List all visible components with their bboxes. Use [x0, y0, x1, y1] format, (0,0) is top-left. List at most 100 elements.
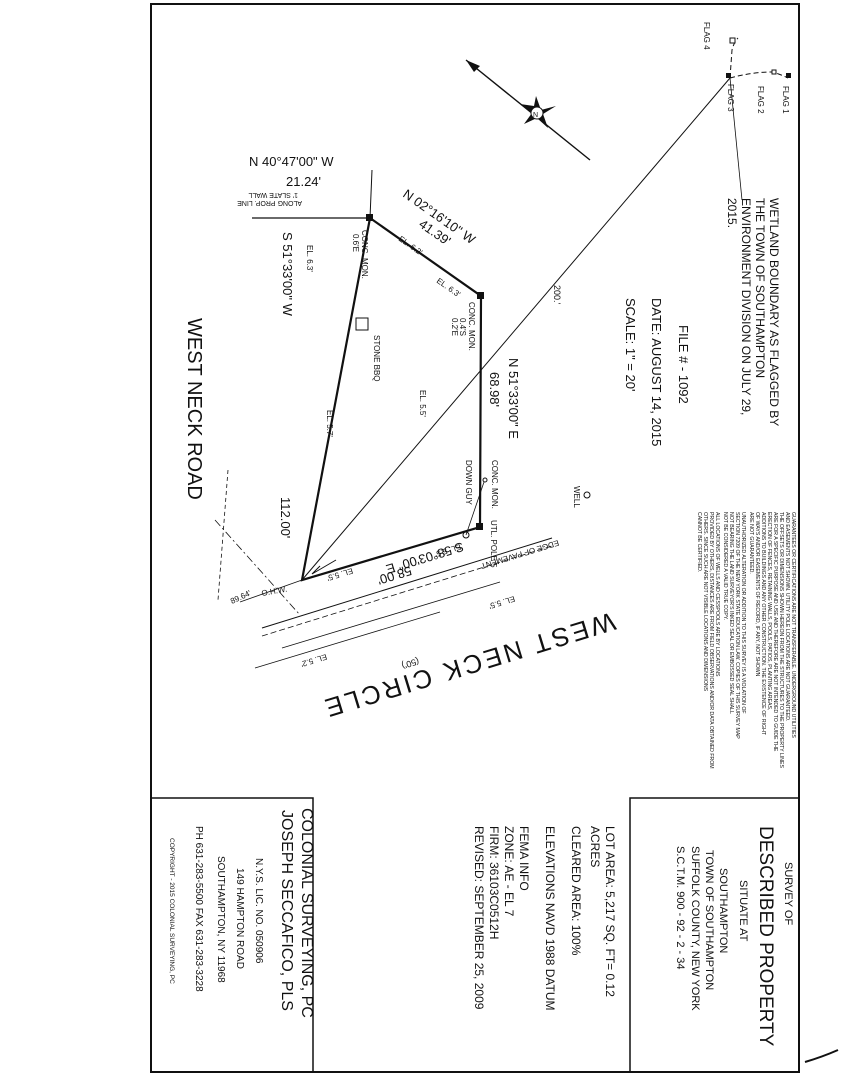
title-described-property: DESCRIBED PROPERTY [755, 826, 776, 1047]
svg-text:ADDITIONS TO BUILDINGS AND ANY: ADDITIONS TO BUILDINGS AND ANY OTHER CON… [760, 512, 766, 736]
file-number: FILE # - 1092 [676, 325, 691, 404]
ohw-label: O.H.W. [261, 585, 288, 598]
north-bearing: N 40°47'00" W [249, 154, 334, 169]
license-number: N.Y.S. LIC. NO. 050906 [253, 858, 264, 964]
svg-text:NOT BEARING THE LAND SURVEYOR': NOT BEARING THE LAND SURVEYOR'S INKED SE… [728, 512, 734, 714]
monument-2-offset-s: 0.4'S [458, 318, 467, 336]
lot-area: LOT AREA: 5,217 SQ. FT= 0.12 [603, 826, 617, 997]
svg-text:FEMA INFO: FEMA INFO [517, 826, 531, 891]
cleared-area: CLEARED AREA: 100% [569, 826, 583, 956]
down-guy-label: DOWN GUY [464, 460, 473, 506]
monument-2-label: CONC. MON. [467, 302, 476, 351]
fema-firm: FIRM: 36103C0512H [487, 826, 501, 939]
svg-text:ERECTION OF FENCES, RETAINING: ERECTION OF FENCES, RETAINING WALLS, POO… [766, 512, 772, 710]
survey-date: DATE: AUGUST 14, 2015 [649, 298, 664, 446]
svg-text:OTHERS. SINCE SUCH ARE NOT VIS: OTHERS. SINCE SUCH ARE NOT VISIBLE LOCAT… [702, 512, 708, 692]
utility-pole-icon [462, 531, 470, 539]
ohw-distance: 89.64' [229, 588, 253, 605]
well-label: WELL [572, 486, 581, 508]
stone-bbq-label: STONE BBQ [372, 335, 381, 382]
west-distance: 112.00' [278, 497, 293, 538]
title-block: SURVEY OF DESCRIBED PROPERTY SITUATE AT … [472, 826, 794, 1047]
monument-3-label: CONC. MON. [490, 460, 499, 509]
svg-text:ALL LOCATIONS OF WELLS AND CES: ALL LOCATIONS OF WELLS AND CESSPOOLS ARE… [714, 512, 720, 677]
svg-text:CANNOT BE CERTIFIED.: CANNOT BE CERTIFIED. [696, 512, 702, 572]
svg-text:2015.: 2015. [725, 198, 739, 228]
company-name: COLONIAL SURVEYING, PC [298, 808, 315, 1018]
svg-text:OF WAYS AND/OR EASEMENTS OF RE: OF WAYS AND/OR EASEMENTS OF RECORD, IF A… [754, 512, 760, 677]
surveyor-block-border [150, 797, 314, 1073]
scan-mark [804, 1049, 839, 1063]
svg-text:N: N [533, 112, 538, 119]
north-distance: 21.24' [286, 174, 321, 189]
flag-1-label: FLAG 1 [781, 86, 790, 114]
phone-fax: PH 631-283-5500 FAX 631-283-3228 [193, 826, 204, 992]
utility-pole-label: UTL. POLE 5 [489, 520, 498, 568]
west-bearing: S 51°33'00" W [280, 232, 295, 317]
ohw-line [214, 519, 301, 616]
svg-text:WETLAND BOUNDARY AS FLAGGED BY: WETLAND BOUNDARY AS FLAGGED BY [767, 198, 781, 426]
curb-line-2 [254, 611, 441, 669]
flag-3-label: FLAG 3 [726, 84, 735, 112]
slate-wall-label: 1' SLATE WALL [248, 191, 298, 198]
svg-text:SOUTHAMPTON: SOUTHAMPTON [717, 868, 729, 953]
tie-line [301, 77, 731, 581]
monument-1-offset: 0.6'E [351, 234, 360, 252]
svg-text:ENVIRONMENT DIVISION ON JULY 2: ENVIRONMENT DIVISION ON JULY 29, [739, 198, 753, 415]
elevation-label: EL. 6.2' [397, 234, 425, 257]
monument-1-label: CONC. MON. [360, 230, 369, 279]
down-guy-line [465, 481, 485, 536]
svg-text:TOWN OF SOUTHAMPTON: TOWN OF SOUTHAMPTON [703, 850, 715, 990]
svg-text:ARE NOT GUARANTEED.: ARE NOT GUARANTEED. [748, 512, 754, 574]
svg-text:AND EASEMENTS NOT SHOWN. UTILI: AND EASEMENTS NOT SHOWN. UTILITY POLE LO… [784, 512, 790, 721]
wetland-flags: FLAG 1 FLAG 2 FLAG 3 FLAG 4 [702, 22, 791, 201]
elevation-datum: ELEVATIONS NAVD 1988 DATUM [543, 826, 557, 1011]
tie-distance: 200.' [552, 285, 562, 305]
title-block-border [629, 797, 800, 1073]
road-frontage-line [217, 469, 229, 601]
concrete-monument-2 [477, 292, 484, 299]
curb-line [281, 581, 501, 649]
svg-text:THE TOWN OF SOUTHAMPTON: THE TOWN OF SOUTHAMPTON [753, 198, 767, 378]
sheet-border [150, 3, 800, 1073]
ohw-tie [239, 579, 303, 603]
pavement-line [261, 545, 553, 637]
address-line-1: 149 HAMPTON ROAD [234, 868, 245, 969]
stone-bbq-symbol [355, 317, 369, 331]
north-arrow-compass-icon: N [465, 59, 591, 161]
svg-text:NOT BE CONSIDERED A VALID TRUE: NOT BE CONSIDERED A VALID TRUE COPY. [722, 512, 728, 620]
elevation-label: EL. 5.5' [418, 390, 427, 417]
road-edge-line [261, 537, 553, 629]
fema-zone: ZONE: AE - EL 7 [502, 826, 516, 917]
west-neck-road-label: WEST NECK ROAD [183, 318, 205, 500]
east-bearing: N 51°33'00" E [506, 358, 521, 439]
flag-2-label: FLAG 2 [756, 86, 765, 114]
east-distance: 68.98' [487, 372, 502, 407]
west-neck-circle-label: WEST NECK CIRCLE [319, 606, 619, 724]
address-line-2: SOUTHAMPTON, NY 11968 [215, 856, 226, 983]
boundary-extension [369, 169, 373, 219]
sctm-number: S.C.T.M. 900 - 92 - 2 - 34 [674, 846, 686, 970]
survey-scale: SCALE: 1" = 20' [623, 298, 638, 391]
svg-text:ARE FOR A SPECIFIC PURPOSE AND: ARE FOR A SPECIFIC PURPOSE AND USE AND T… [772, 512, 778, 752]
down-guy-anchor-icon [482, 477, 488, 483]
circle-width-label: (50') [400, 656, 420, 671]
svg-text:UNAUTHORIZED ALTERATION OR ADD: UNAUTHORIZED ALTERATION OR ADDITION TO T… [740, 512, 746, 714]
svg-text:SUFFOLK COUNTY, NEW YORK: SUFFOLK COUNTY, NEW YORK [689, 846, 701, 1011]
svg-text:SECTION 7209 OF THE NEW YORK S: SECTION 7209 OF THE NEW YORK STATE EDUCA… [734, 512, 740, 739]
svg-text:ACRES: ACRES [588, 826, 602, 867]
monument-2-offset-e: 0.2'E [450, 318, 459, 336]
corner-arrow [311, 559, 337, 575]
flag-4-label: FLAG 4 [702, 22, 711, 50]
slate-wall-label-2: ALONG PROP. LINE [237, 199, 302, 206]
elevation-label: EL. 6.3' [305, 245, 314, 272]
disclaimer-block: GUARANTEES OR CERTIFICATIONS ARE NOT TRA… [696, 512, 796, 769]
elevation-label: EL. 5.7' [325, 410, 334, 437]
svg-text:PROVIDED BY OTHERS, DISTANCES: PROVIDED BY OTHERS, DISTANCES ARE FROM F… [708, 512, 714, 769]
svg-text:SITUATE AT: SITUATE AT [737, 880, 749, 942]
svg-text:SURVEY OF: SURVEY OF [782, 862, 794, 925]
copyright: COPYRIGHT - 2015 COLONIAL SURVEYING, PC [168, 838, 175, 984]
property-boundary [300, 216, 483, 582]
revised-date: REVISED: SEPTEMBER 25, 2009 [472, 826, 486, 1010]
